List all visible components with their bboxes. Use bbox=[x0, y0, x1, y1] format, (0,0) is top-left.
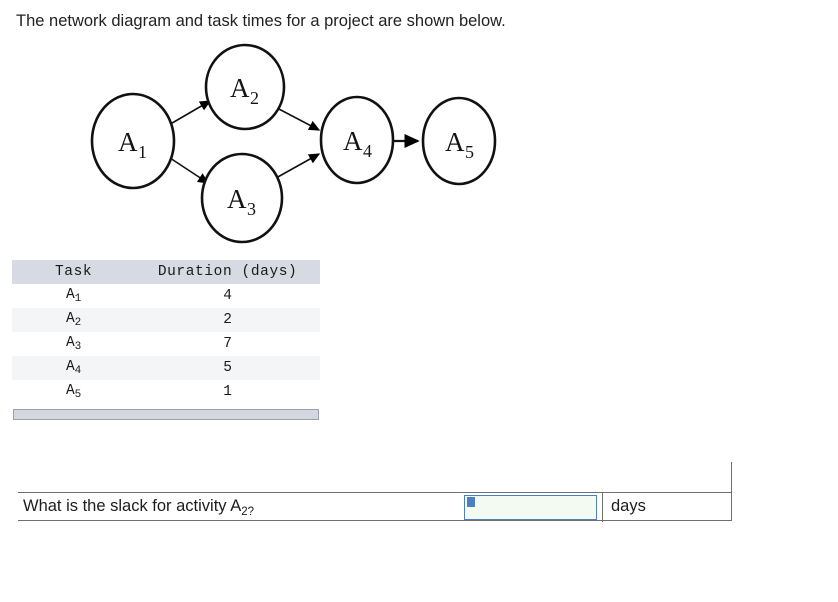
intro-text: The network diagram and task times for a… bbox=[16, 12, 506, 30]
task-base: A bbox=[65, 359, 75, 375]
network-diagram: A 1 A 2 A 3 A 4 A 5 bbox=[70, 38, 540, 253]
diagram-node-a1: A 1 bbox=[90, 92, 176, 190]
cell-duration: 7 bbox=[135, 332, 320, 356]
cell-duration: 5 bbox=[135, 356, 320, 380]
cell-task: A1 bbox=[12, 284, 136, 308]
diagram-node-a4: A 4 bbox=[319, 95, 395, 185]
table-row: A2 2 bbox=[12, 308, 320, 332]
node-a5-label: A bbox=[445, 127, 465, 157]
question-row: What is the slack for activity A2? days bbox=[18, 492, 732, 522]
edge-a2-a4 bbox=[276, 107, 321, 131]
table-header-row: Task Duration (days) bbox=[12, 260, 320, 284]
node-a2-sub: 2 bbox=[250, 88, 259, 108]
column-header-duration: Duration (days) bbox=[135, 260, 320, 284]
question-prompt-subscript: 2? bbox=[241, 506, 255, 518]
edge-a3-a4 bbox=[275, 153, 321, 179]
edge-a1-a3 bbox=[166, 155, 210, 184]
question-prompt-prefix: What is the slack for activity A bbox=[23, 497, 242, 515]
task-sub: 3 bbox=[74, 341, 82, 353]
cell-task: A4 bbox=[12, 356, 136, 380]
node-a3-label: A bbox=[227, 184, 247, 214]
node-a1-label: A bbox=[118, 127, 138, 157]
cell-duration: 2 bbox=[135, 308, 320, 332]
cell-task: A3 bbox=[12, 332, 136, 356]
task-sub: 4 bbox=[74, 365, 82, 377]
question-block: What is the slack for activity A2? days bbox=[18, 462, 732, 522]
task-duration-table: Task Duration (days) A1 4 A2 2 A3 7 A4 5… bbox=[12, 260, 320, 404]
question-prompt: What is the slack for activity A2? bbox=[23, 497, 254, 518]
node-a4-label: A bbox=[343, 126, 363, 156]
node-a1-sub: 1 bbox=[138, 142, 147, 162]
node-a4-sub: 4 bbox=[363, 141, 372, 161]
table-row: A1 4 bbox=[12, 284, 320, 308]
cell-duration: 4 bbox=[135, 284, 320, 308]
table-row: A5 1 bbox=[12, 380, 320, 404]
task-base: A bbox=[65, 383, 75, 399]
answer-cell: days bbox=[464, 493, 732, 522]
diagram-node-a5: A 5 bbox=[421, 96, 497, 186]
node-a3-sub: 3 bbox=[247, 199, 256, 219]
diagram-edges bbox=[166, 100, 420, 184]
table-row: A3 7 bbox=[12, 332, 320, 356]
column-header-task: Task bbox=[12, 260, 136, 284]
table-footer-bar bbox=[13, 409, 319, 420]
table-row: A4 5 bbox=[12, 356, 320, 380]
diagram-node-a3: A 3 bbox=[200, 152, 284, 244]
answer-unit-label: days bbox=[611, 497, 646, 515]
slack-answer-input[interactable] bbox=[464, 495, 597, 520]
task-sub: 5 bbox=[74, 389, 82, 401]
task-base: A bbox=[65, 335, 75, 351]
edge-a1-a2 bbox=[166, 100, 212, 127]
cell-task: A5 bbox=[12, 380, 136, 404]
node-a5-sub: 5 bbox=[465, 142, 474, 162]
diagram-node-a2: A 2 bbox=[204, 43, 286, 131]
cell-task: A2 bbox=[12, 308, 136, 332]
cell-duration: 1 bbox=[135, 380, 320, 404]
task-base: A bbox=[65, 287, 75, 303]
question-block-right-rule bbox=[731, 462, 732, 521]
node-a2-label: A bbox=[230, 73, 250, 103]
task-sub: 1 bbox=[74, 293, 82, 305]
answer-unit-divider bbox=[602, 493, 603, 522]
task-sub: 2 bbox=[74, 317, 82, 329]
task-base: A bbox=[65, 311, 75, 327]
